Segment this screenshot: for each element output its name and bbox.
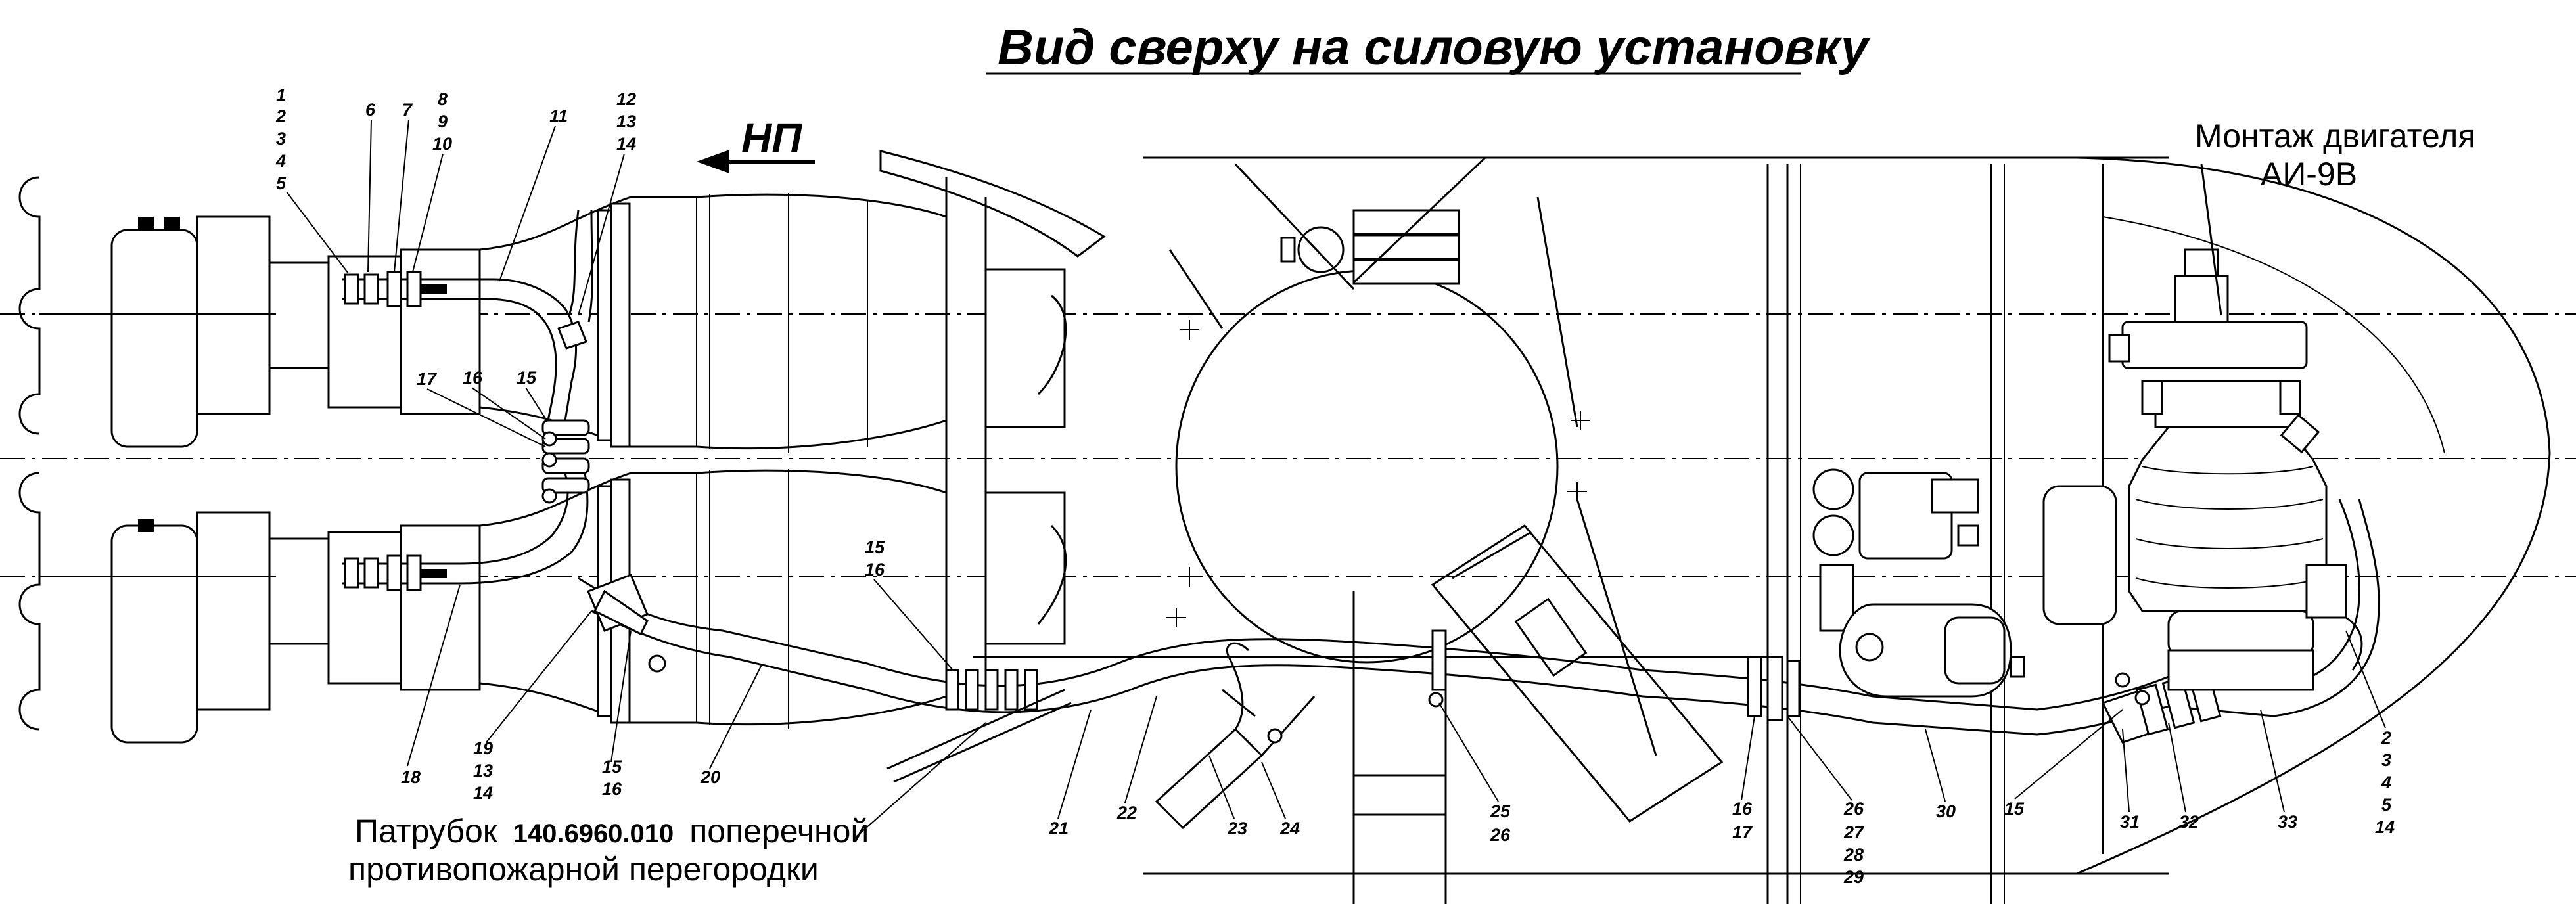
- callout-15c: 15: [602, 757, 622, 777]
- callouts: 1 2 3 4 5 6 7 8 9 10 11 12 13 14 17 16 1…: [275, 85, 2395, 887]
- callout-27: 27: [1843, 823, 1865, 842]
- callout-10: 10: [432, 134, 452, 154]
- callout-18: 18: [401, 767, 421, 787]
- callout-3b: 3: [2381, 750, 2391, 770]
- callout-23: 23: [1227, 819, 1247, 838]
- engine-label-line2: АИ-9В: [2261, 156, 2357, 192]
- leader-lines: [286, 119, 2386, 839]
- callout-8: 8: [438, 89, 448, 109]
- callout-29: 29: [1843, 867, 1864, 887]
- intake-fairing: [879, 150, 1106, 696]
- callout-5: 5: [276, 173, 287, 193]
- callout-6: 6: [365, 100, 376, 120]
- callout-17d: 17: [1732, 823, 1753, 842]
- direction-label: НП: [741, 114, 803, 162]
- callout-21: 21: [1048, 819, 1069, 838]
- callout-14: 14: [616, 134, 636, 154]
- callout-16a: 16: [463, 368, 483, 388]
- callout-15a: 15: [517, 368, 537, 388]
- callout-25: 25: [1490, 802, 1511, 821]
- diagonal-panel: [1431, 524, 1724, 823]
- pipe-caption-line2: противопожарной перегородки: [348, 851, 819, 888]
- reference-marks: [1166, 320, 1590, 627]
- pipe-lower-main: [342, 419, 590, 591]
- upper-engine: [18, 176, 948, 453]
- callout-5b: 5: [2381, 795, 2392, 815]
- callout-7: 7: [402, 100, 413, 120]
- callout-13b: 13: [473, 761, 493, 780]
- support-bracket: [1155, 642, 1316, 830]
- callout-22: 22: [1116, 803, 1137, 823]
- callout-31: 31: [2120, 812, 2140, 832]
- callout-15d: 15: [2004, 799, 2025, 819]
- svg-text:2: 2: [275, 106, 286, 126]
- callout-12: 12: [616, 89, 636, 109]
- callout-14b: 14: [473, 783, 493, 803]
- callout-20: 20: [700, 767, 720, 787]
- svg-text:5: 5: [276, 173, 287, 193]
- callout-15b: 15: [865, 537, 885, 557]
- pipe-caption: Патрубок 140.6960.010 поперечной противо…: [348, 813, 869, 888]
- engine-label-line1: Монтаж двигателя: [2195, 118, 2475, 154]
- callout-2b: 2: [2381, 728, 2391, 748]
- drawing-title: Вид сверху на силовую установку: [998, 20, 1871, 76]
- svg-text:1: 1: [276, 85, 286, 105]
- callout-33: 33: [2278, 812, 2297, 832]
- svg-text:Патрубок 140.6960.010: Патрубок 140.6960.010 поперечной: [355, 813, 869, 849]
- callout-16b: 16: [865, 560, 885, 579]
- callout-16c: 16: [602, 779, 622, 799]
- callout-32: 32: [2179, 812, 2199, 832]
- svg-text:3: 3: [276, 129, 286, 148]
- central-tank: [1168, 156, 1657, 904]
- callout-28: 28: [1843, 845, 1864, 865]
- callout-13: 13: [616, 112, 636, 131]
- callout-2: 2: [275, 106, 286, 126]
- pipe-caption-code: 140.6960.010: [513, 819, 674, 848]
- pump-unit: [1812, 468, 2117, 698]
- lower-engine: [18, 469, 948, 744]
- callout-30: 30: [1936, 802, 1956, 821]
- apu-ai-9v: [2108, 164, 2363, 691]
- pipe-caption-rest: поперечной: [689, 813, 869, 849]
- forward-direction-indicator: НП: [697, 114, 815, 173]
- callout-26b: 26: [1843, 799, 1864, 819]
- pipe-upper: [342, 210, 593, 428]
- callout-4b: 4: [2381, 773, 2391, 792]
- callout-4: 4: [275, 151, 286, 171]
- callout-11: 11: [549, 106, 568, 126]
- callout-9: 9: [438, 112, 448, 131]
- callout-19: 19: [473, 738, 493, 758]
- callout-1: 1: [276, 85, 286, 105]
- svg-text:4: 4: [275, 151, 286, 171]
- callout-24: 24: [1279, 819, 1300, 838]
- pipe-caption-word: Патрубок: [355, 813, 498, 849]
- callout-17a: 17: [417, 369, 438, 389]
- callout-3: 3: [276, 129, 286, 148]
- callout-14c: 14: [2375, 817, 2395, 837]
- callout-16d: 16: [1732, 799, 1753, 819]
- callout-26: 26: [1490, 825, 1511, 845]
